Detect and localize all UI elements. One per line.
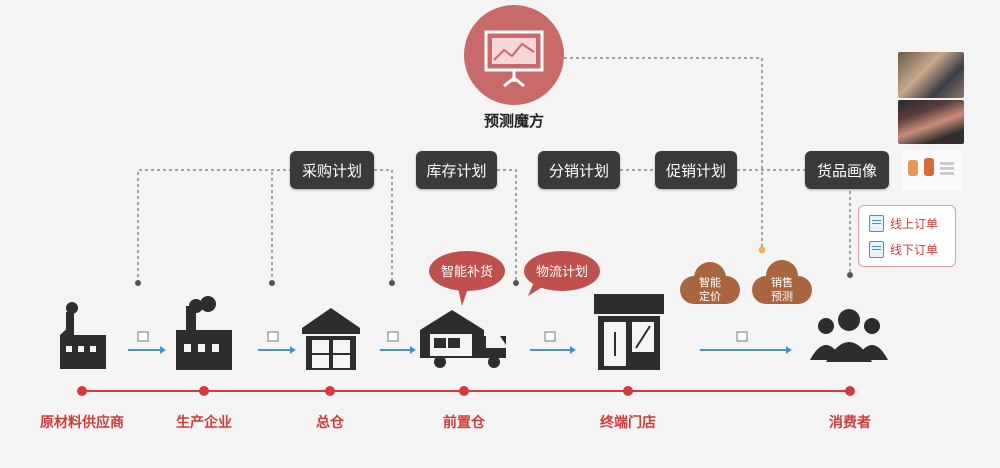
bubble-label: 智能补货 (441, 264, 493, 280)
node-label-supplier: 原材料供应商 (40, 415, 124, 431)
connector-dots (135, 246, 853, 286)
shopping-screen-photo (898, 100, 964, 144)
warehouse-icon (302, 308, 360, 370)
cloud-forecast: 销售 预测 (752, 260, 812, 304)
cloud-pricing: 智能 定价 (680, 262, 740, 304)
factory-small-icon (60, 302, 106, 369)
flow-arrow (700, 331, 792, 354)
document-icon (869, 241, 884, 258)
flow-arrows (128, 331, 792, 354)
timeline-dot (77, 386, 87, 396)
timeline-dot (199, 386, 209, 396)
connector-dot (758, 246, 766, 254)
flow-arrow (530, 331, 576, 354)
node-label-central-warehouse: 总仓 (316, 415, 344, 431)
flow-arrow (128, 331, 166, 354)
cloud-line1: 智能 (699, 275, 721, 289)
connector-hub-pricing (564, 57, 763, 250)
dashed-connectors (137, 57, 851, 283)
node-label-front-warehouse: 前置仓 (443, 415, 485, 431)
cloud-line1: 销售 (771, 275, 793, 289)
node-label-producer: 生产企业 (176, 415, 232, 431)
bubble-label: 物流计划 (536, 265, 588, 280)
node-label-store: 终端门店 (600, 415, 656, 431)
order-item-online: 线上订单 (869, 215, 938, 232)
plan-box-purchase: 采购计划 (290, 151, 374, 189)
cloud-line2: 定价 (699, 289, 721, 303)
node-label-consumer: 消费者 (829, 415, 871, 431)
factory-icon (176, 296, 232, 370)
plan-box-inventory: 库存计划 (416, 151, 497, 189)
timeline-dot (459, 386, 469, 396)
timeline-dots (77, 386, 855, 396)
timeline-dot (325, 386, 335, 396)
timeline-dot (623, 386, 633, 396)
hub-title: 预测魔方 (483, 112, 544, 130)
connector-dot (135, 280, 141, 286)
storefront-icon (594, 294, 664, 370)
cloud-line2: 预测 (771, 290, 793, 303)
speech-bubble: 物流计划 (524, 251, 600, 296)
connector-dot (389, 280, 395, 286)
plan-box-distribution: 分销计划 (538, 151, 620, 189)
speech-bubble: 智能补货 (429, 251, 505, 306)
connector-purchase-supplier (137, 169, 290, 283)
connector-dot (269, 280, 275, 286)
connector-dot (513, 280, 519, 286)
flow-arrow (258, 331, 296, 354)
consumers-group-icon (810, 309, 888, 362)
delivery-truck-icon (420, 310, 508, 368)
order-label: 线下订单 (890, 243, 939, 257)
flow-arrow (380, 331, 416, 354)
hub-presentation-screen-icon (464, 5, 564, 105)
connector-dot (847, 272, 853, 278)
order-label: 线上订单 (890, 217, 939, 231)
order-panel: 线上订单 线下订单 (858, 205, 956, 267)
store-photo (898, 52, 964, 98)
timeline-dot (845, 386, 855, 396)
order-item-offline: 线下订单 (869, 241, 938, 258)
product-profile-thumbnail (902, 150, 962, 190)
connector-purchase-warehouse (374, 169, 393, 283)
document-icon (869, 215, 884, 232)
connector-inventory-front (497, 169, 517, 283)
plan-box-product-profile: 货品画像 (805, 151, 889, 189)
plan-box-promotion: 促销计划 (655, 151, 737, 189)
